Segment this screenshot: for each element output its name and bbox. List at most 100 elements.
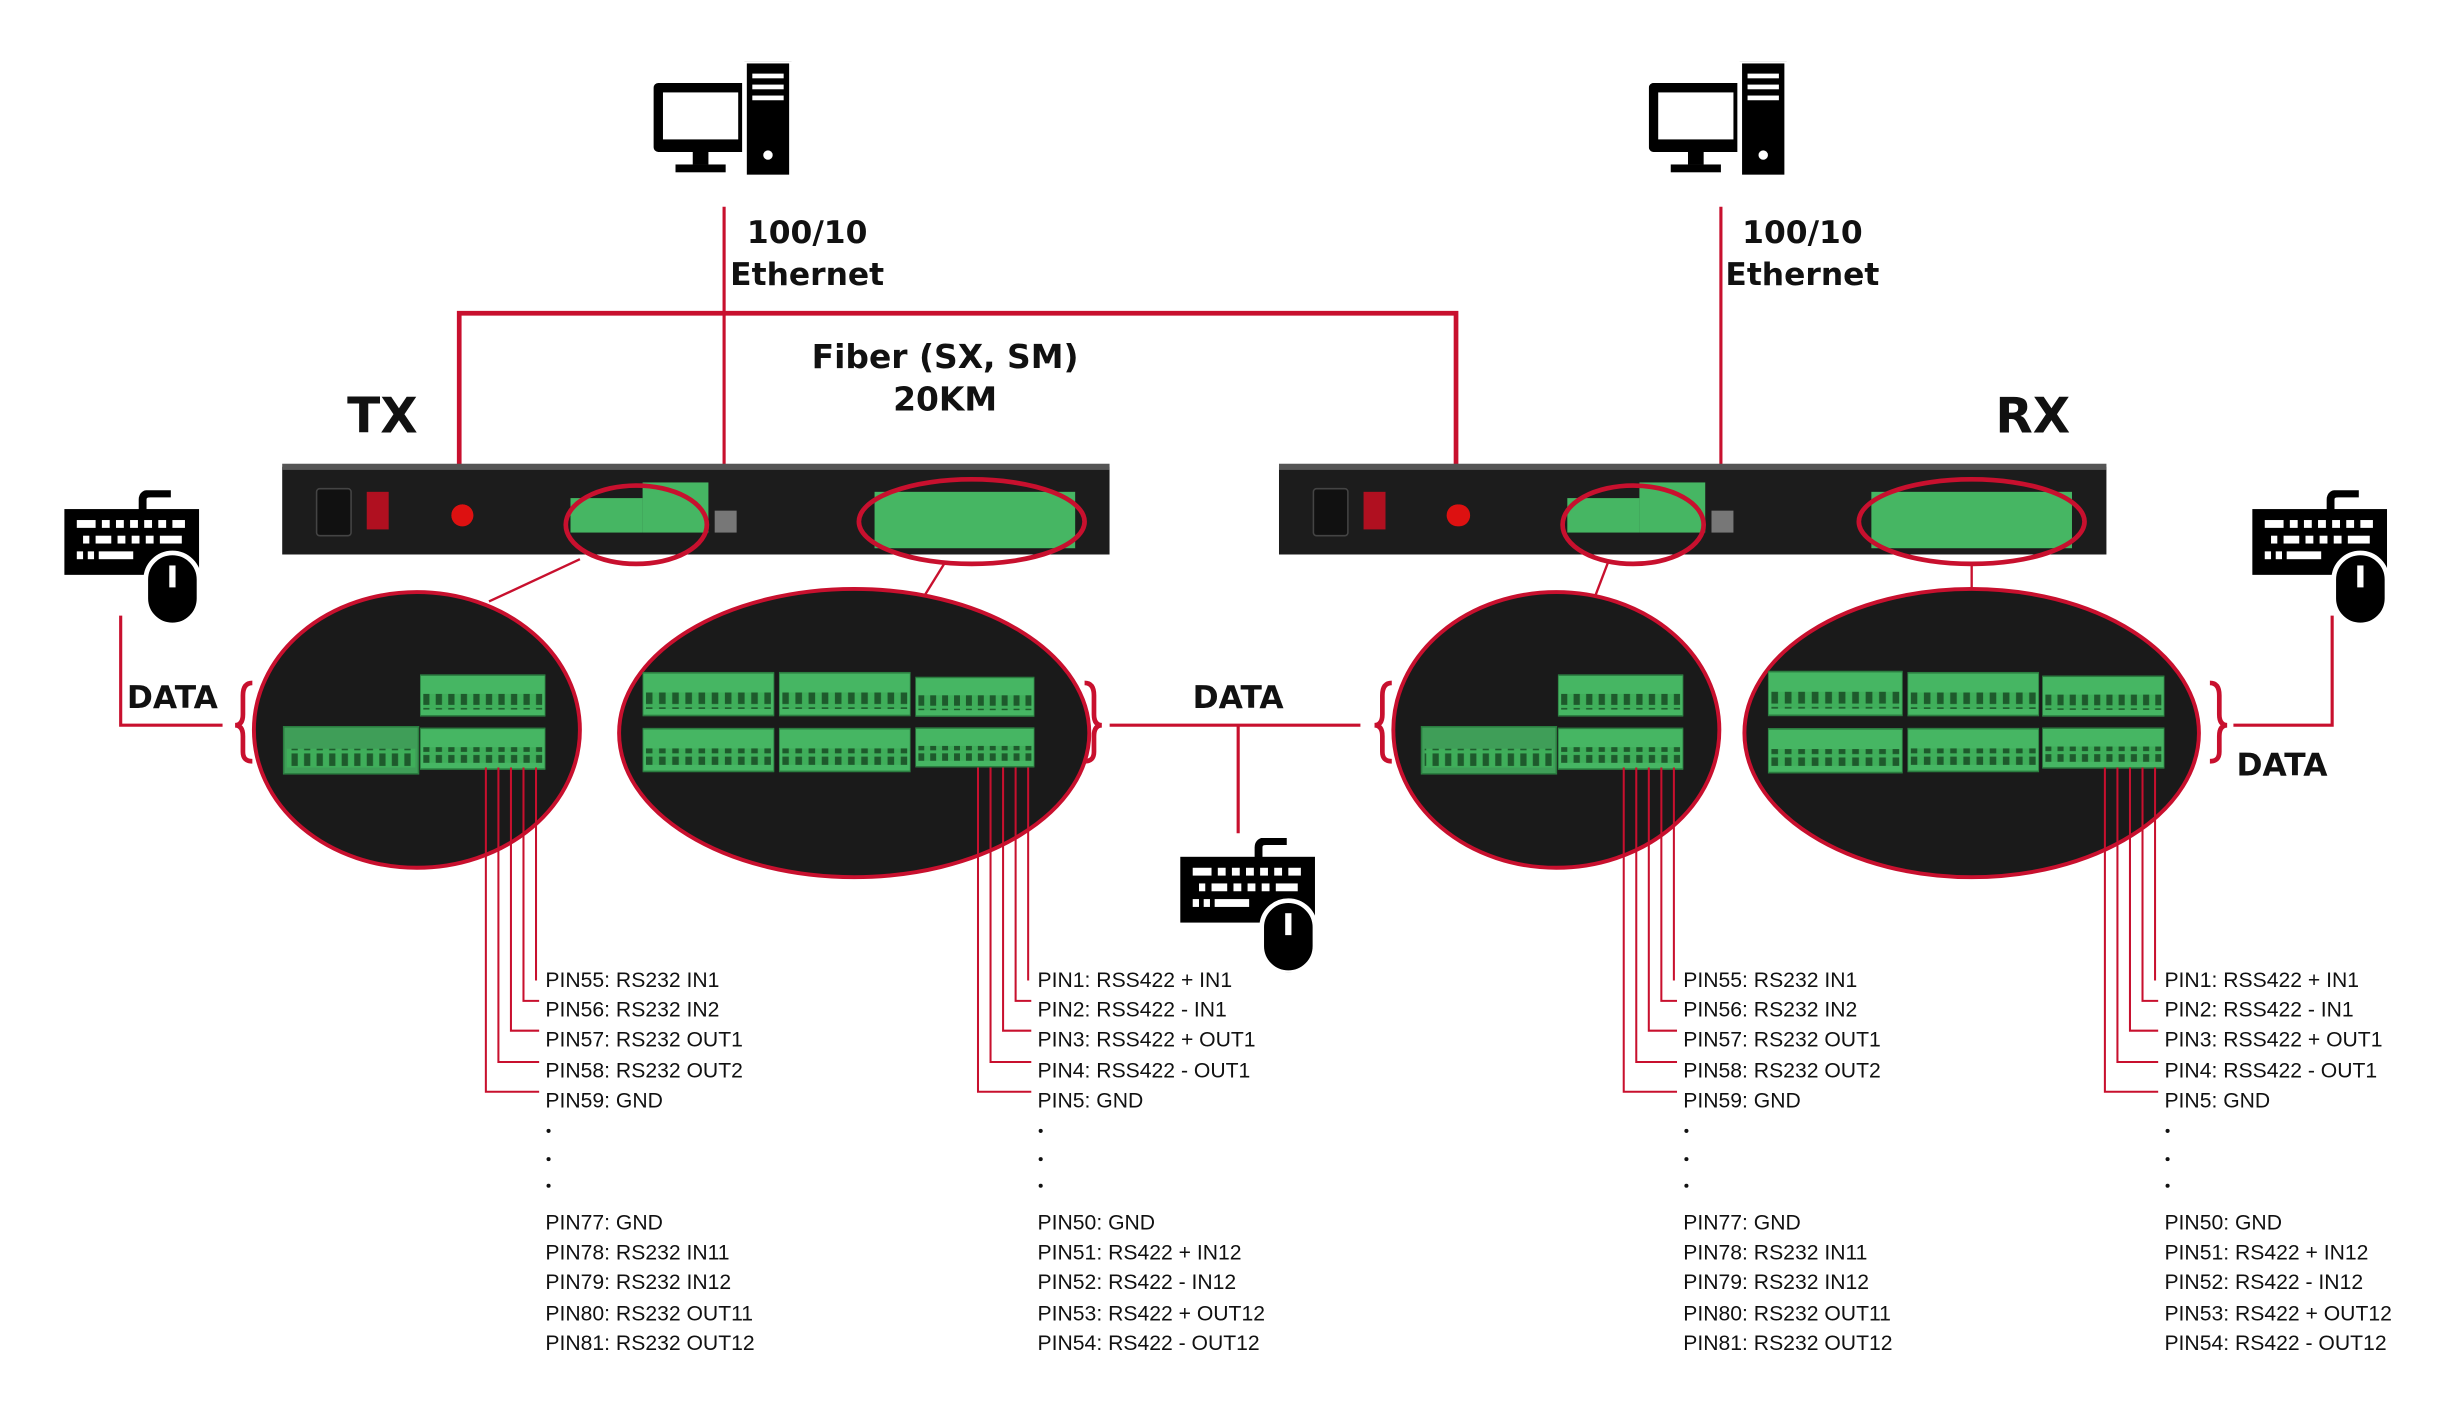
pin-leader-line — [509, 767, 540, 1032]
ellipsis-dot — [1684, 1128, 1689, 1133]
pin-label: PIN51: RS422 + IN12 — [1038, 1241, 1242, 1264]
pin-label: PIN78: RS232 IN11 — [545, 1241, 729, 1264]
rx-computer-icon — [1649, 61, 1787, 177]
pin-label: PIN54: RS422 - OUT12 — [2164, 1332, 2386, 1355]
pin-label: PIN80: RS232 OUT11 — [1683, 1302, 1891, 1325]
pin-label: PIN51: RS422 + IN12 — [2164, 1241, 2368, 1264]
data-brace — [1084, 680, 1103, 764]
pin-leader-line — [2116, 767, 2159, 1064]
pin-label: PIN56: RS232 IN2 — [545, 999, 719, 1022]
tx-keyboard-mouse-icon — [64, 493, 199, 625]
terminal-pins — [286, 748, 416, 768]
tx-data-label: DATA — [127, 680, 219, 716]
pin-leader-line — [2128, 767, 2159, 1032]
data-brace — [234, 680, 253, 764]
rx-data-line — [2233, 615, 2334, 727]
pin-label: PIN77: GND — [1683, 1212, 1801, 1235]
tx-computer-icon — [654, 61, 792, 177]
pin-label: PIN77: GND — [545, 1212, 663, 1235]
terminal-highlight-ring — [1560, 483, 1707, 567]
pin-leader-line — [497, 767, 540, 1064]
pin-leader-line — [1635, 767, 1678, 1064]
fiber-link-line — [456, 310, 1459, 505]
ellipsis-dot — [2165, 1157, 2170, 1162]
pin-label: PIN59: GND — [1683, 1089, 1801, 1112]
ellipsis-dot — [1038, 1183, 1043, 1188]
data-brace — [1374, 680, 1392, 764]
ellipsis-dot — [1038, 1128, 1043, 1133]
pin-label: PIN4: RSS422 - OUT1 — [1038, 1060, 1251, 1083]
ellipsis-dot — [2165, 1128, 2170, 1133]
rx-fiber-port — [1446, 504, 1469, 527]
pin-label: PIN3: RSS422 + OUT1 — [2164, 1028, 2382, 1051]
pin-leader-line — [522, 767, 540, 1002]
pin-leader-line — [1660, 767, 1678, 1002]
pin-label: PIN50: GND — [1038, 1212, 1156, 1235]
terminal-pins — [1424, 748, 1554, 768]
tx-data-line — [119, 615, 223, 727]
pin-label: PIN78: RS232 IN11 — [1683, 1241, 1867, 1264]
zoom-connector-line — [488, 558, 581, 603]
pin-leader-line — [976, 767, 1032, 1093]
pin-leader-line — [1647, 767, 1678, 1032]
pin-label: PIN56: RS232 IN2 — [1683, 999, 1857, 1022]
pin-label: PIN58: RS232 OUT2 — [545, 1060, 742, 1083]
pin-label: PIN80: RS232 OUT11 — [545, 1302, 753, 1325]
pin-label: PIN3: RSS422 + OUT1 — [1038, 1028, 1256, 1051]
pin-label: PIN1: RSS422 + IN1 — [1038, 969, 1233, 992]
pin-leader-line — [2103, 767, 2159, 1093]
rx-ethernet-speed: 100/10 — [1742, 215, 1862, 251]
ellipsis-dot — [546, 1157, 551, 1162]
zoom-connector-line — [923, 561, 947, 596]
pin-leader-line — [1622, 767, 1678, 1093]
ellipsis-dot — [1684, 1183, 1689, 1188]
rx-ethernet-label: Ethernet — [1725, 257, 1879, 293]
fiber-type-label: Fiber (SX, SM) — [812, 337, 1079, 376]
pin-label: PIN55: RS232 IN1 — [1683, 969, 1857, 992]
ellipsis-dot — [546, 1128, 551, 1133]
center-data-label: DATA — [1193, 680, 1285, 716]
pin-label: PIN2: RSS422 - IN1 — [2164, 999, 2353, 1022]
pin-label: PIN55: RS232 IN1 — [545, 969, 719, 992]
pin-label: PIN52: RS422 - IN12 — [1038, 1271, 1237, 1294]
center-data-line — [1109, 723, 1361, 834]
pin-label: PIN58: RS232 OUT2 — [1683, 1060, 1880, 1083]
pin-label: PIN81: RS232 OUT12 — [545, 1332, 754, 1355]
ellipsis-dot — [2165, 1183, 2170, 1188]
pin-label: PIN4: RSS422 - OUT1 — [2164, 1060, 2377, 1083]
pin-leader-line — [484, 767, 540, 1093]
rx-label: RX — [1995, 388, 2070, 444]
tx-ethernet-label: Ethernet — [730, 257, 884, 293]
pin-label: PIN52: RS422 - IN12 — [2164, 1271, 2363, 1294]
ellipsis-dot — [546, 1183, 551, 1188]
data-brace — [2209, 680, 2228, 764]
pin-leader-line — [1014, 767, 1032, 1002]
pin-leader-line — [1002, 767, 1032, 1032]
pin-label: PIN53: RS422 + OUT12 — [2164, 1302, 2391, 1325]
rx-data-label: DATA — [2236, 747, 2328, 783]
terminal-highlight-ring — [563, 483, 710, 567]
pin-label: PIN1: RSS422 + IN1 — [2164, 969, 2359, 992]
pin-label: PIN54: RS422 - OUT12 — [1038, 1332, 1260, 1355]
pin-label: PIN2: RSS422 - IN1 — [1038, 999, 1227, 1022]
pin-label: PIN53: RS422 + OUT12 — [1038, 1302, 1265, 1325]
ellipsis-dot — [1684, 1157, 1689, 1162]
pin-label: PIN81: RS232 OUT12 — [1683, 1332, 1892, 1355]
zoom-connector-line — [1594, 561, 1610, 596]
center-keyboard-mouse-icon — [1180, 841, 1315, 973]
fiber-distance-label: 20KM — [893, 379, 997, 418]
pin-label: PIN5: GND — [1038, 1089, 1144, 1112]
tx-fiber-port — [451, 504, 474, 527]
pin-label: PIN79: RS232 IN12 — [1683, 1271, 1869, 1294]
terminal-highlight-ring — [856, 476, 1087, 567]
pin-leader-line — [989, 767, 1032, 1064]
tx-label: TX — [347, 388, 418, 444]
pin-leader-line — [2141, 767, 2159, 1002]
ellipsis-dot — [1038, 1157, 1043, 1162]
pin-label: PIN50: GND — [2164, 1212, 2282, 1235]
